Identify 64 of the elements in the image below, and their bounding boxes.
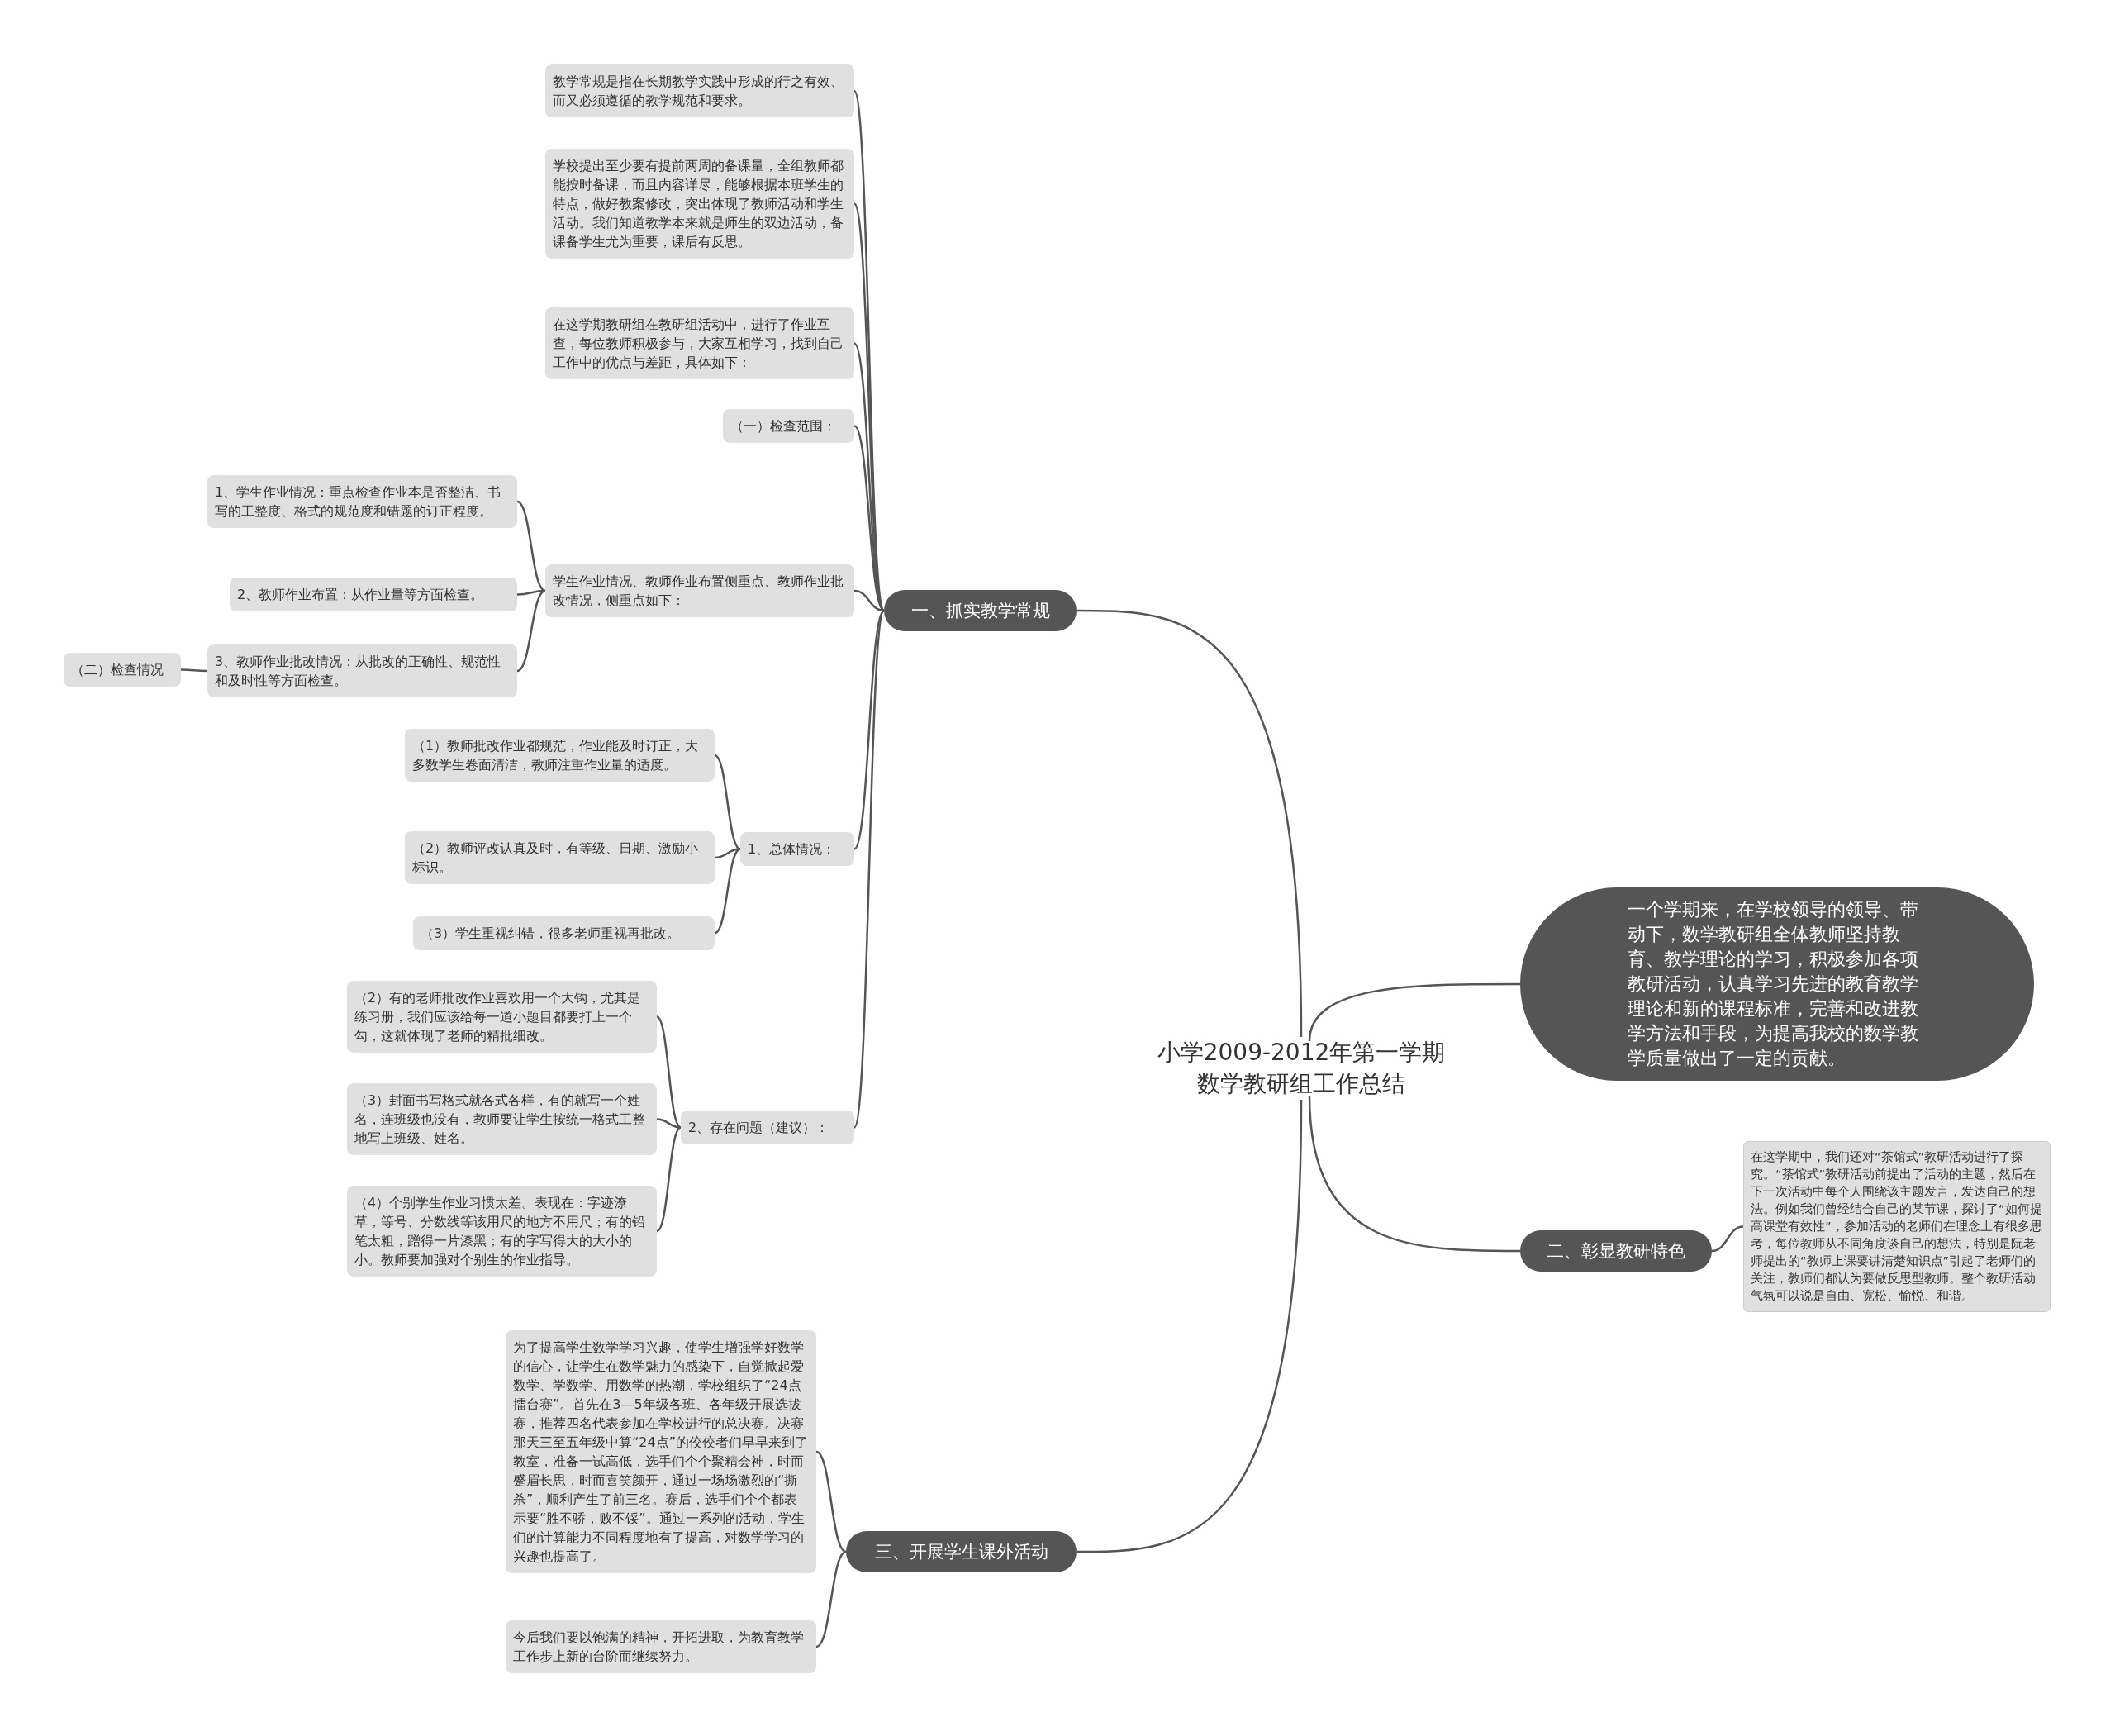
connector-line [815, 1550, 847, 1648]
topic-pill [1520, 1230, 1712, 1272]
connector-line [1077, 609, 1303, 1038]
note-text: 2、教师作业布置：从作业量等方面检查。 [237, 586, 485, 604]
note-text: 学生作业情况、教师作业布置侧重点、教师作业批改情况，侧重点如下： [553, 573, 844, 610]
note-text: 学校提出至少要有提前两周的备课量，全组教师都能按时备课，而且内容详尽，能够根据本班学生的特点，做好教案修改，突出体现了教师活动和学生活动。我们知道教学本来就是师生的双边活动，备课备学生尤为重要，课后有反思。 [553, 157, 844, 251]
note-box [413, 916, 715, 950]
connector-line [516, 589, 546, 673]
note-box [545, 307, 854, 379]
note-text: 1、总体情况： [748, 840, 837, 858]
note-box [405, 831, 715, 884]
note-text: （3）封面书写格式就各式各样，有的就写一个姓名，连班级也没有，教师要让学生按统一格式工整地写上班级、姓名。 [354, 1092, 646, 1148]
note-text: 今后我们要以饱满的精神，开拓进取，为教育教学工作步上新的台阶而继续努力。 [513, 1629, 805, 1666]
note-text: 3、教师作业批改情况：从批改的正确性、规范性和及时性等方面检查。 [215, 653, 502, 690]
note-box [545, 149, 854, 259]
note-text: （3）学生重视纠错，很多老师重视再批改。 [421, 925, 682, 943]
connector-line [1308, 982, 1520, 1042]
summary-text: 一个学期来，在学校领导的领导、带动下，数学教研组全体教师坚持教育、教学理论的学习，积极参加各项教研活动，认真学习先进的教育教学理论和新的课程标准，完善和改进教学方法和手段，为提高我校的数学教学质量做出了一定的贡献。 [1628, 898, 1919, 1070]
connector-line [516, 500, 546, 592]
note-text: 2、存在问题（建议）： [688, 1119, 830, 1137]
note-box [347, 981, 657, 1053]
note-text: （二）检查情况 [71, 661, 164, 679]
note-text: （2）教师评改认真及时，有等级、日期、激励小标识。 [412, 839, 700, 877]
topic-label: 二、彰显教研特色 [1546, 1240, 1686, 1263]
note-box [230, 578, 517, 611]
note-box [545, 564, 854, 617]
connector-line [1711, 1225, 1744, 1253]
connector-line [714, 754, 741, 850]
connector-line [714, 848, 741, 935]
note-box [506, 1620, 816, 1673]
note-text: （4）个别学生作业习惯太差。表现在：字迹潦草，等号、分数线等该用尺的地方不用尺；有的铅笔太粗，蹭得一片漆黑；有的字写得大的大小的小。教师要加强对个别生的作业指导。 [354, 1194, 646, 1269]
note-text: （1）教师批改作业都规范，作业能及时订正，大多数学生卷面清洁，教师注重作业量的适度。 [412, 737, 700, 774]
connector-line [853, 610, 886, 1128]
topic-label: 一、抓实教学常规 [910, 600, 1051, 622]
topic-pill [846, 1531, 1077, 1572]
note-text: 在这学期教研组在教研组活动中，进行了作业互查，每位教师积极参与，大家互相学习，找到自己工作中的优点与差距，具体如下： [553, 316, 844, 372]
central-topic-text: 小学2009-2012年第一学期数学教研组工作总结 [1156, 1038, 1447, 1099]
note-box [740, 832, 854, 866]
connector-line [1077, 1099, 1303, 1553]
note-text: 教学常规是指在长期教学实践中形成的行之有效、而又必须遵循的教学规范和要求。 [553, 73, 844, 110]
note-text: 为了提高学生数学学习兴趣，使学生增强学好数学的信心，让学生在数学魅力的感染下，自觉掀起爱数学、学数学、用数学的热潮，学校组织了“24点擂台赛”。首先在3—5年级各班、各年级开展选拔赛，推荐四名代表参加在学校进行的总决赛。决赛那天三至五年级中算“24点”的佼佼者们早早来到了教室，准备一试高低，选手们个个聚精会神，时而蹙眉长思，时而喜笑颜开，通过一场场激烈的“撕杀”，顺利产生了前三名。赛后，选手们个个都表示要“胜不骄，败不馁”。通过一系列的活动，学生们的计算能力不同程度地有了提高，对数学学习的兴趣也提高了。 [513, 1339, 809, 1566]
note-text: （2）有的老师批改作业喜欢用一个大钩，尤其是练习册，我们应该给每一道小题目都要打上一个勾，这就体现了老师的精批细改。 [354, 989, 642, 1045]
note-box [64, 653, 181, 687]
connector-line [181, 668, 207, 673]
note-box [347, 1083, 657, 1155]
note-box [723, 409, 854, 443]
topic-pill [884, 590, 1077, 631]
note-box [405, 729, 715, 782]
connector-line [815, 1450, 847, 1553]
connector-line [656, 1118, 682, 1129]
connector-line [656, 1126, 682, 1232]
note-text: 1、学生作业情况：重点检查作业本是否整洁、书写的工整度、格式的规范度和错题的订正程度。 [215, 483, 502, 521]
note-text: （一）检查范围： [730, 417, 837, 435]
note-box [207, 644, 517, 697]
note-box [545, 64, 854, 117]
note-box [207, 475, 517, 528]
note-text: 在这学期中，我们还对“茶馆式”教研活动进行了探究。“茶馆式”教研活动前提出了活动的主题，然后在下一次活动中每个人围绕该主题发言，发达自己的想法。例如我们曾经结合自己的某节课，探讨了“如何提高课堂有效性”，参加活动的老师们在理念上有很多思考，每位教师从不同角度谈自己的想法，特别是阮老师提出的“教师上课要讲清楚知识点”引起了老师们的关注，教师们都认为要做反思型教师。整个教研活动气氛可以说是自由、宽松、愉悦、和谐。 [1751, 1149, 2043, 1304]
connector-line [656, 1015, 682, 1129]
connector-line [1308, 1095, 1520, 1253]
note-box [681, 1111, 854, 1144]
topic-label: 三、开展学生课外活动 [873, 1541, 1049, 1563]
connector-line [853, 610, 885, 850]
note-box [347, 1186, 657, 1277]
connector-line [853, 589, 885, 612]
